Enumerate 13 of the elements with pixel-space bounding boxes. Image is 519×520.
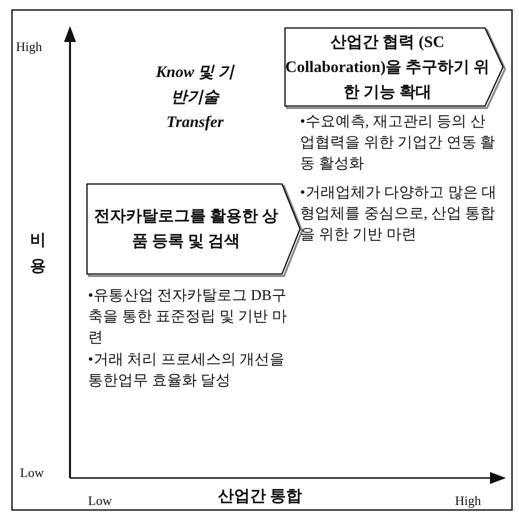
axis-title: 비용 [30, 231, 46, 277]
bullet-text: •거래 처리 프로세스의 개선을 통한업무 효율화 달성 [88, 351, 286, 391]
axis-tick-label: Low [20, 464, 45, 482]
axis-tick-label: High [16, 38, 43, 56]
chevron-box: 산업간 협력 (SC Collaboration)을 추구하기 위한 기능 확대 [285, 28, 503, 106]
quadrant-note: Know 및 기반기술 Transfer [154, 63, 236, 133]
bullet-text: •거래업체가 다양하고 많은 대형업체를 중심으로, 산업 통합을 위한 기반 마련 [300, 184, 498, 245]
chevron-box: 전자카탈로그를 활용한 상품 등록 및 검색 [87, 184, 300, 274]
bullet-text: •유통산업 전자카탈로그 DB구축을 통한 표준정립 및 기반 마련 [88, 287, 288, 348]
axis-tick-label: High [455, 492, 482, 510]
axis-title: 산업간 통합 [217, 487, 303, 507]
bullet-text: •수요예측, 재고관리 등의 산업협력을 위한 기업간 연동 활동 활성화 [300, 113, 496, 174]
axis-tick-label: Low [88, 492, 113, 510]
